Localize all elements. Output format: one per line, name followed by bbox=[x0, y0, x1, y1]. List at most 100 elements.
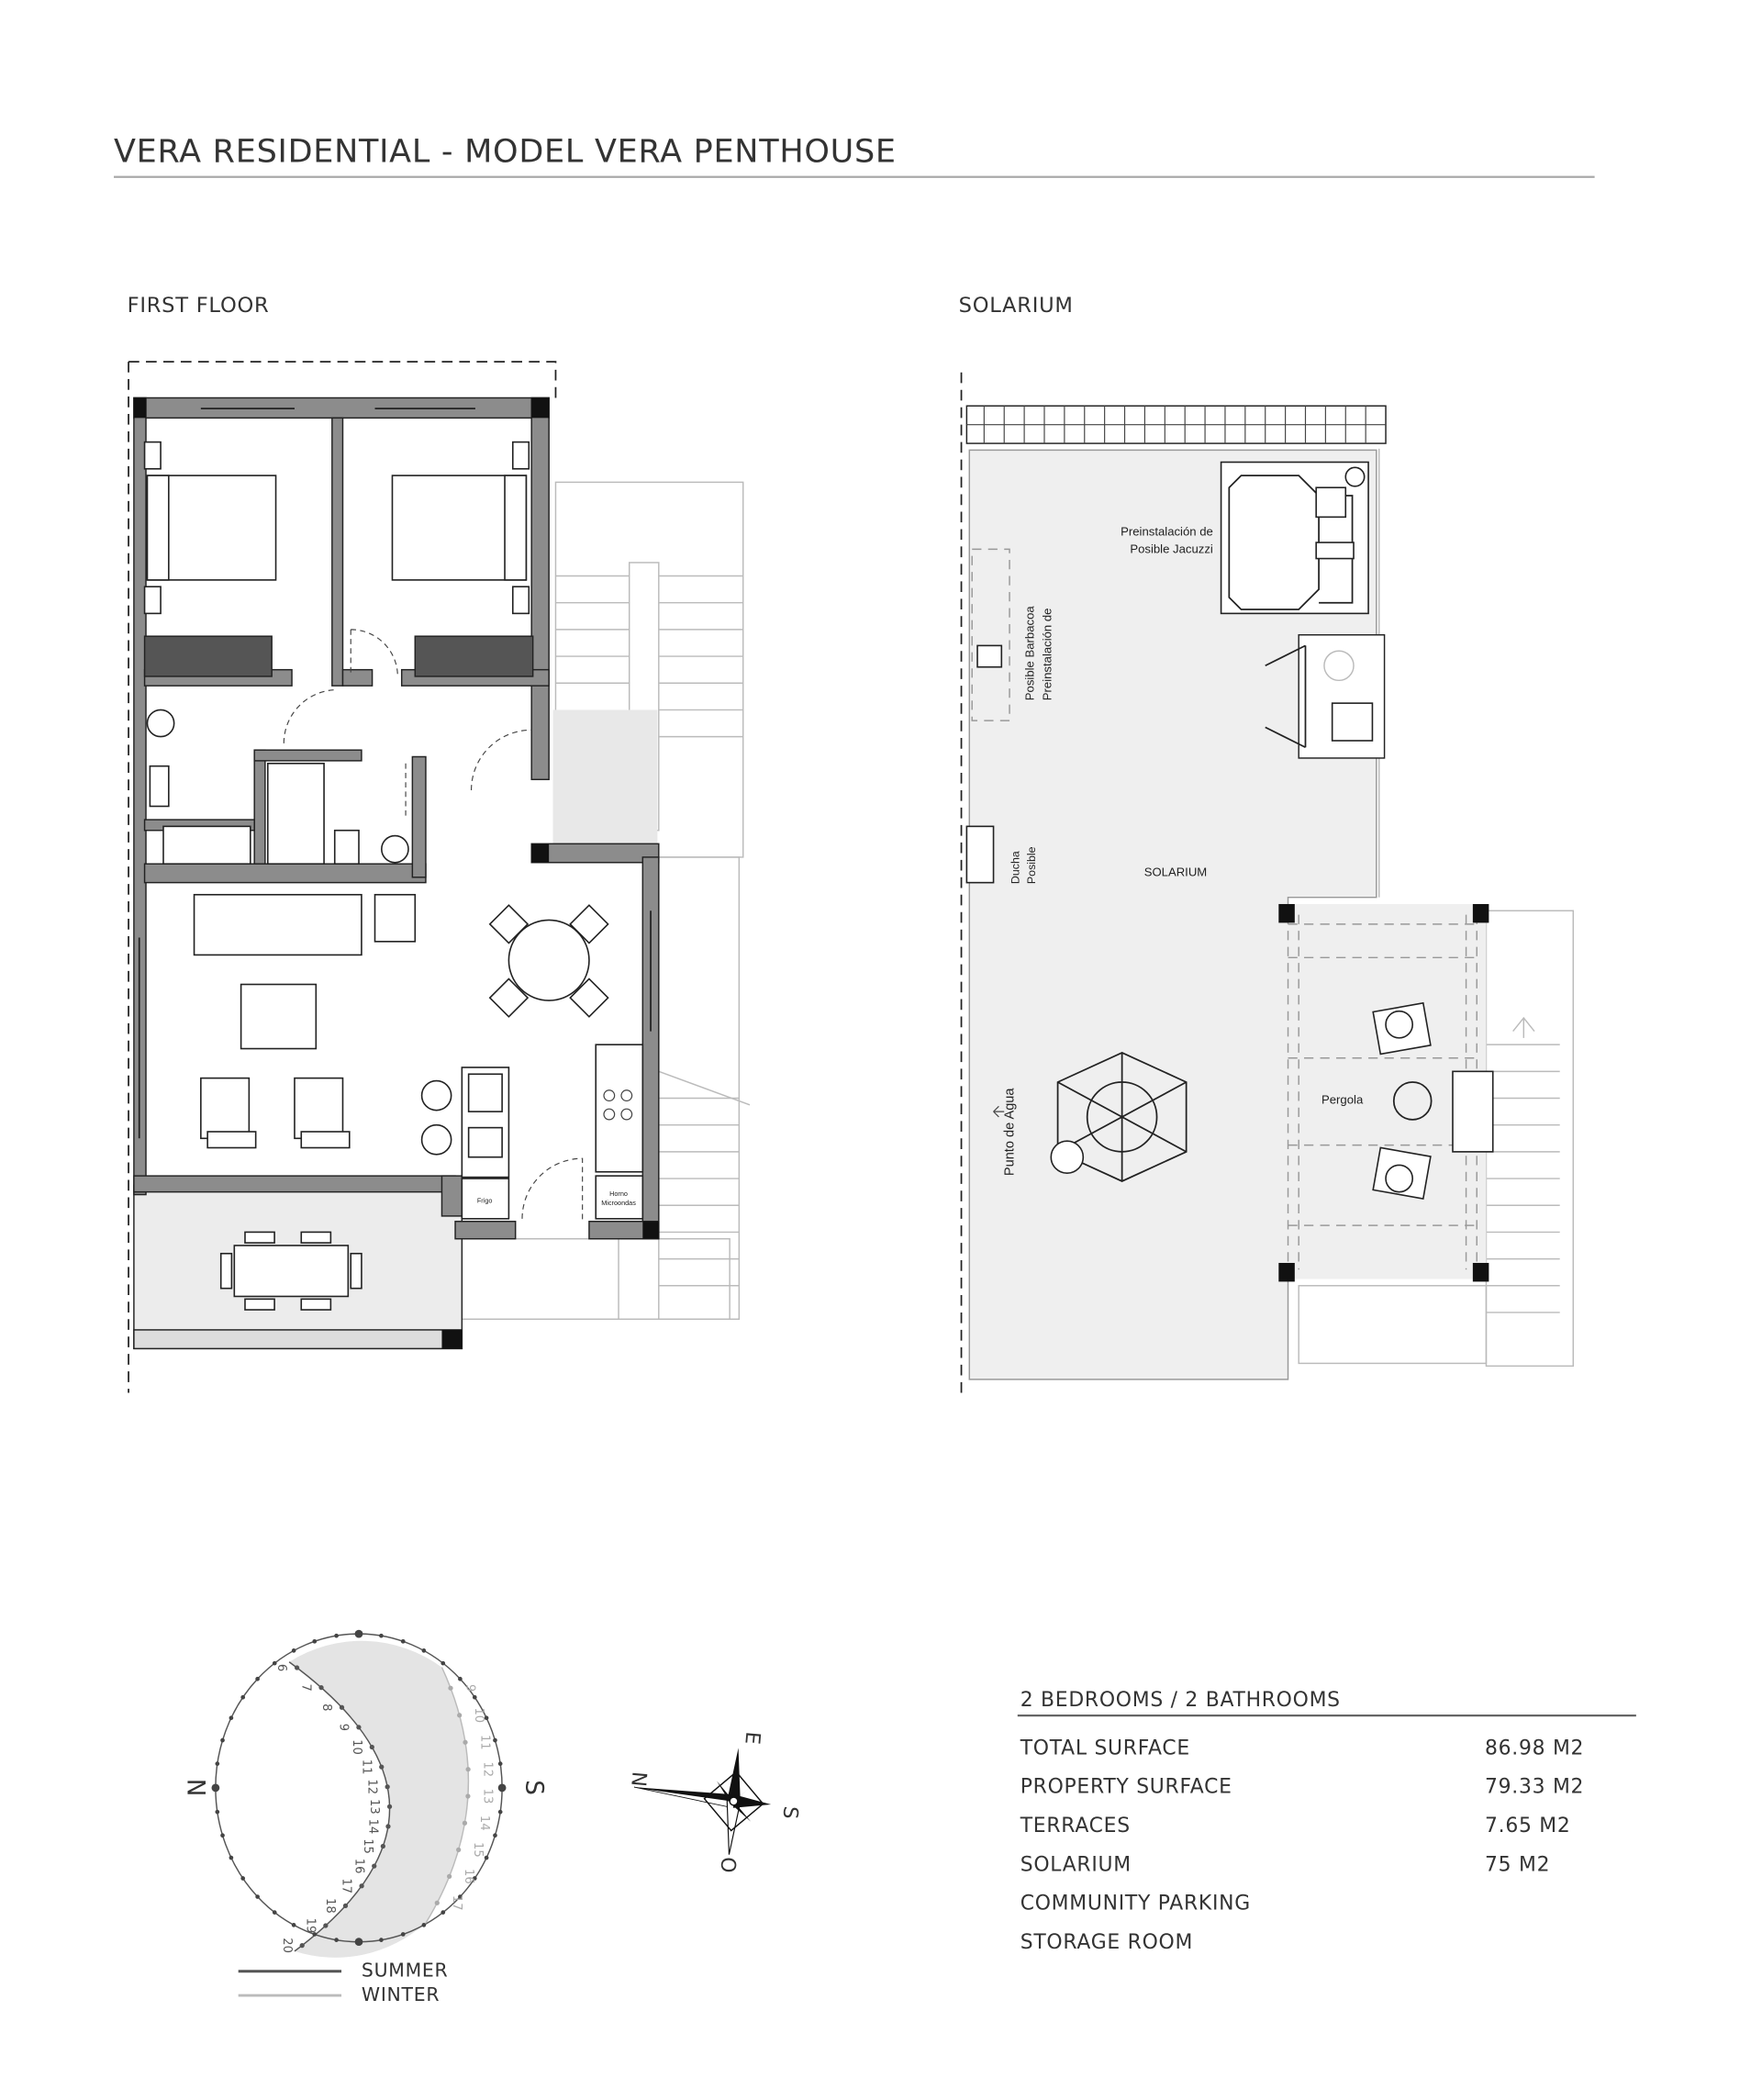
winter-hour-dot bbox=[456, 1847, 462, 1852]
summer-hour-dot bbox=[342, 1903, 349, 1908]
page-title: VERA RESIDENTIAL - MODEL VERA PENTHOUSE bbox=[114, 134, 897, 171]
spec-value: 79.33 M2 bbox=[1485, 1776, 1584, 1799]
summer-hour-dot bbox=[339, 1704, 345, 1710]
summer-hour-label: 18 bbox=[323, 1898, 337, 1914]
horizon-dot bbox=[484, 1855, 489, 1860]
horizon-dot bbox=[497, 1761, 503, 1766]
horizon-dot bbox=[229, 1715, 234, 1721]
winter-hour-label: 17 bbox=[450, 1895, 463, 1911]
horizon-dot bbox=[458, 1676, 463, 1681]
summer-hour-label: 10 bbox=[350, 1739, 363, 1755]
horizon-dot bbox=[497, 1809, 503, 1815]
horizon-dot bbox=[440, 1660, 446, 1666]
horizon-dot bbox=[497, 1783, 507, 1793]
spec-label: STORAGE ROOM bbox=[1020, 1931, 1193, 1954]
winter-hour-label: 15 bbox=[471, 1842, 485, 1858]
pergola-label: Pergola bbox=[1322, 1092, 1364, 1106]
jacuzzi bbox=[1220, 461, 1369, 615]
specs-row: COMMUNITY PARKING bbox=[1020, 1893, 1250, 1916]
solarium-title: SOLARIUM bbox=[959, 294, 1074, 318]
horizon-dot bbox=[400, 1638, 406, 1644]
summer-hour-label: 8 bbox=[319, 1703, 333, 1711]
summer-legend-label: SUMMER bbox=[362, 1960, 449, 1982]
summer-hour-dot bbox=[359, 1883, 364, 1889]
specs-row: SOLARIUM 75 M2 bbox=[1020, 1853, 1550, 1876]
summer-hour-dot bbox=[299, 1942, 305, 1949]
solarium-area-label: SOLARIUM bbox=[1144, 865, 1208, 878]
winter-hour-dot bbox=[448, 1685, 453, 1691]
jacuzzi-label-line1: Preinstalación de bbox=[1121, 525, 1213, 539]
summer-hour-dot bbox=[294, 1665, 300, 1670]
jacuzzi-label-line2: Posible Jacuzzi bbox=[1130, 542, 1213, 556]
horizon-dot bbox=[240, 1876, 246, 1881]
horizon-dot bbox=[291, 1648, 296, 1653]
horizon-dot bbox=[440, 1910, 446, 1915]
winter-hour-label: 10 bbox=[472, 1707, 485, 1723]
winter-hour-dot bbox=[434, 1900, 440, 1905]
spec-label: PROPERTY SURFACE bbox=[1020, 1776, 1232, 1799]
summer-hour-label: 7 bbox=[299, 1683, 313, 1691]
horizon-dot bbox=[400, 1932, 406, 1937]
winter-hour-dot bbox=[457, 1713, 463, 1718]
horizon-dot bbox=[484, 1715, 489, 1721]
winter-hour-dot bbox=[463, 1739, 468, 1745]
solarium-plan: Preinstalación de Posible Jacuzzi Posibl… bbox=[960, 372, 1575, 1400]
summer-hour-label: 17 bbox=[340, 1878, 353, 1893]
winter-hour-dot bbox=[465, 1793, 471, 1799]
winter-hour-label: 9 bbox=[463, 1684, 477, 1692]
summer-hour-label: 12 bbox=[365, 1779, 379, 1794]
specs-heading: 2 BEDROOMS / 2 BATHROOMS bbox=[1020, 1689, 1341, 1712]
horizon-dot bbox=[472, 1876, 477, 1881]
horizon-dot bbox=[291, 1923, 296, 1927]
horizon-dot bbox=[421, 1648, 427, 1653]
horizon-dot bbox=[379, 1938, 384, 1942]
summer-hour-label: 6 bbox=[274, 1664, 288, 1671]
summer-hour-dot bbox=[385, 1784, 390, 1790]
horizon-dot bbox=[240, 1694, 246, 1700]
summer-hour-dot bbox=[356, 1725, 362, 1730]
summer-hour-dot bbox=[323, 1923, 329, 1928]
specs-row: STORAGE ROOM bbox=[1020, 1931, 1193, 1954]
sun-north-label: N bbox=[181, 1779, 208, 1797]
sun-path-diagram: 6789101112131415161718192091011121314151… bbox=[181, 1629, 547, 2005]
horizon-dot bbox=[255, 1894, 260, 1899]
winter-hour-label: 13 bbox=[480, 1789, 494, 1804]
horizon-dot bbox=[255, 1676, 260, 1681]
bathroom-1 bbox=[146, 709, 251, 866]
kitchen: Frigo Horno Microondas bbox=[420, 1044, 644, 1220]
specs-row: PROPERTY SURFACE 79.33 M2 bbox=[1020, 1776, 1584, 1799]
horizon-dot bbox=[379, 1633, 384, 1638]
spec-value: 75 M2 bbox=[1485, 1853, 1550, 1876]
bed-2 bbox=[391, 441, 530, 615]
bathroom-2 bbox=[266, 762, 409, 866]
winter-hour-dot bbox=[462, 1820, 468, 1826]
spec-label: TERRACES bbox=[1020, 1815, 1131, 1838]
parasol-table bbox=[1050, 1051, 1188, 1182]
first-floor-plan: Frigo Horno Microondas bbox=[128, 361, 751, 1393]
winter-hour-dot bbox=[447, 1873, 452, 1879]
spec-label: SOLARIUM bbox=[1020, 1853, 1132, 1876]
spec-label: TOTAL SURFACE bbox=[1020, 1737, 1190, 1759]
summer-hour-dot bbox=[385, 1824, 391, 1829]
summer-hour-dot bbox=[380, 1843, 385, 1849]
fridge-label: Frigo bbox=[477, 1196, 493, 1204]
compass-south-label: S bbox=[777, 1805, 801, 1821]
summer-hour-label: 15 bbox=[361, 1838, 374, 1854]
horizon-dot bbox=[312, 1638, 318, 1644]
spec-value: 86.98 M2 bbox=[1485, 1737, 1584, 1759]
sun-south-label: S bbox=[519, 1780, 547, 1795]
shower bbox=[965, 825, 995, 884]
horizon-dot bbox=[272, 1660, 277, 1666]
compass-east-label: E bbox=[740, 1731, 764, 1747]
horizon-dot bbox=[354, 1629, 363, 1638]
summer-hour-dot bbox=[318, 1685, 324, 1691]
living-furniture bbox=[193, 893, 609, 1149]
wardrobe-1 bbox=[143, 635, 273, 677]
horizon-dot bbox=[354, 1938, 363, 1947]
horizon-dot bbox=[220, 1833, 225, 1838]
winter-hour-label: 14 bbox=[477, 1815, 491, 1831]
winter-hour-label: 16 bbox=[462, 1869, 475, 1884]
summer-hour-dot bbox=[379, 1764, 385, 1770]
